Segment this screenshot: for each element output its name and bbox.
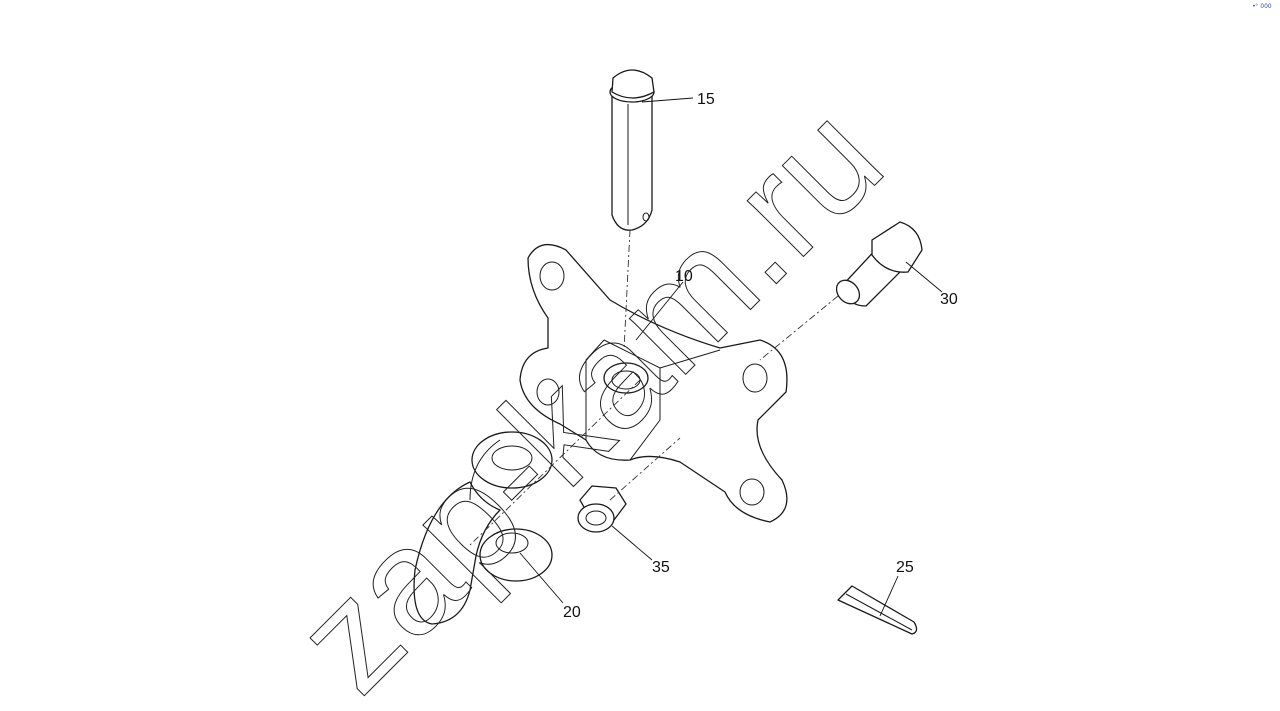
callout-10: 10 [675, 268, 693, 285]
corner-mark: •° 000 [1252, 4, 1272, 10]
callout-15: 15 [697, 91, 715, 108]
nut-35 [577, 485, 627, 533]
cotter-pin-25 [837, 585, 918, 635]
center-lines [469, 229, 839, 546]
callout-25: 25 [896, 559, 914, 576]
callout-30: 30 [940, 291, 958, 308]
shackle-20 [413, 431, 553, 625]
callout-35: 35 [652, 559, 670, 576]
bolt-30 [835, 221, 923, 307]
bracket-10 [519, 243, 788, 523]
watermark: zap-kam.ru [264, 73, 913, 711]
callout-20: 20 [563, 604, 581, 621]
leader-lines [519, 97, 943, 617]
pin-15 [609, 69, 655, 231]
